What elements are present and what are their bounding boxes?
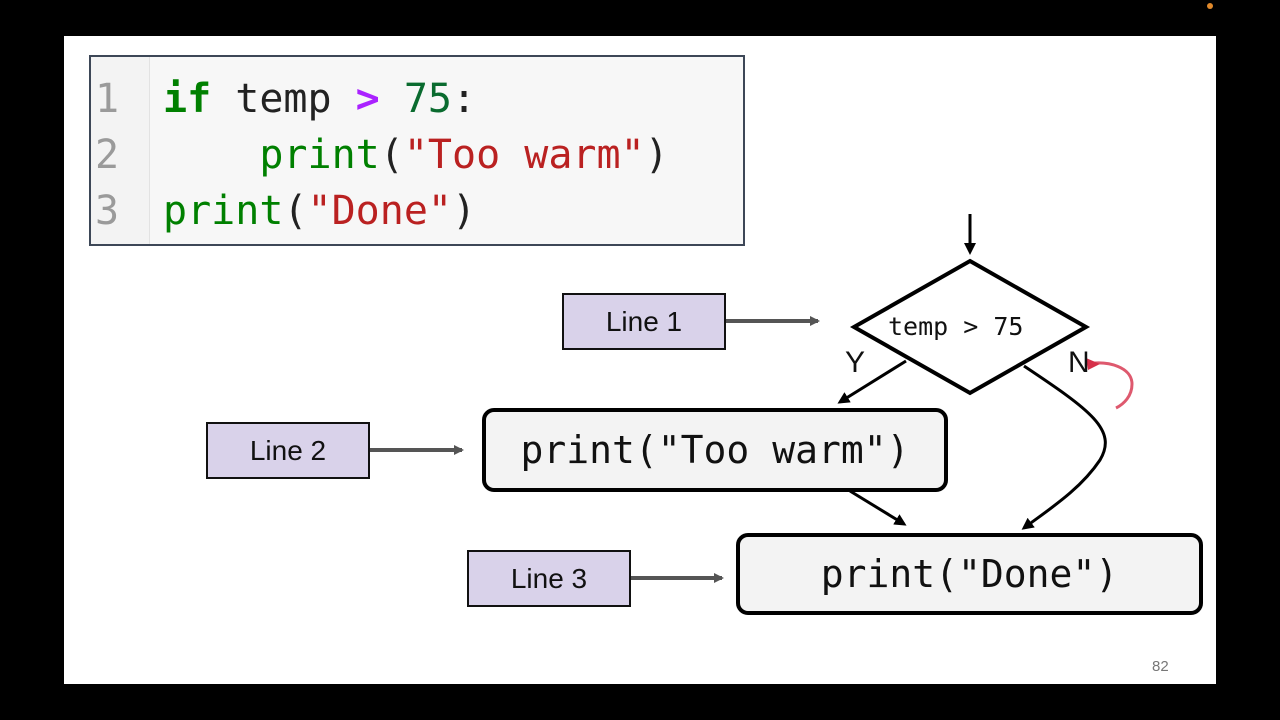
too-warm-statement: print("Too warm") — [482, 408, 948, 492]
function-print: print — [259, 132, 380, 178]
recording-indicator-icon — [1207, 3, 1213, 9]
paren-close: ) — [452, 188, 477, 234]
colon: : — [452, 76, 477, 122]
string-literal: "Too warm" — [403, 132, 645, 178]
annotation-pointer-icon — [1085, 361, 1134, 410]
decision-diamond — [849, 258, 1091, 396]
paren-open: ( — [379, 132, 404, 178]
line2-label: Line 2 — [206, 422, 370, 479]
page-number: 82 — [1152, 658, 1169, 675]
line-number: 1 — [95, 76, 120, 122]
paren-close: ) — [644, 132, 669, 178]
line-number: 2 — [95, 132, 120, 178]
variable-temp: temp — [211, 76, 356, 122]
line-number-gutter: 1 2 3 — [91, 57, 150, 244]
operator-gt: > — [355, 76, 380, 122]
code-line-2: print("Too warm") — [163, 127, 669, 183]
no-label: N — [1068, 346, 1090, 379]
code-line-1: if temp > 75: — [163, 71, 476, 127]
function-print: print — [163, 188, 284, 234]
annotation-pointer-tip-icon — [1086, 358, 1100, 370]
paren-open: ( — [283, 188, 308, 234]
keyword-if: if — [163, 76, 212, 122]
no-branch-arrow — [1021, 364, 1107, 530]
line3-label: Line 3 — [467, 550, 631, 607]
string-literal: "Done" — [307, 188, 453, 234]
done-statement: print("Done") — [736, 533, 1203, 615]
number-literal: 75 — [379, 76, 453, 122]
code-panel: 1 2 3 if temp > 75: print("Too warm") pr… — [89, 55, 745, 246]
yes-branch-arrow — [837, 359, 907, 404]
line-number: 3 — [95, 188, 120, 234]
line1-label: Line 1 — [562, 293, 726, 350]
decision-condition: temp > 75 — [888, 312, 1024, 341]
too-warm-to-done-arrow — [849, 489, 907, 526]
code-line-3: print("Done") — [163, 183, 476, 239]
yes-label: Y — [845, 346, 866, 379]
